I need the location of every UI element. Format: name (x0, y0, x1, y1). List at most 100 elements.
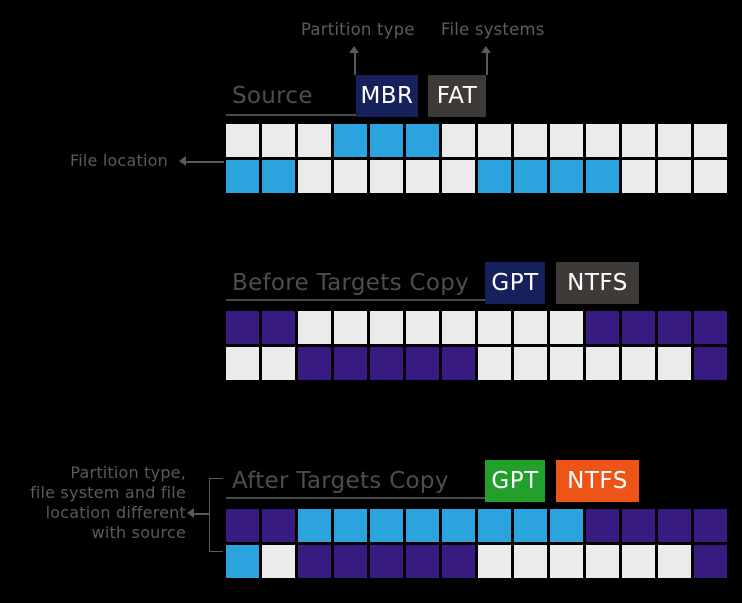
block-cell (586, 124, 619, 157)
block-cell (442, 347, 475, 380)
callout-file-systems: File systems (441, 20, 545, 39)
block-cell (550, 160, 583, 193)
block-cell (406, 124, 439, 157)
after-note-arrow-icon (187, 508, 194, 518)
block-cell (298, 160, 331, 193)
callout-file-location: File location (70, 151, 168, 170)
block-cell (334, 347, 367, 380)
after-partition-type-tag: GPT (485, 460, 545, 502)
block-cell (262, 124, 295, 157)
block-cell (658, 311, 691, 344)
file-systems-arrow-icon (481, 46, 491, 53)
block-cell (370, 509, 403, 542)
block-cell (298, 347, 331, 380)
block-cell (370, 545, 403, 578)
block-cell (622, 124, 655, 157)
before-partition-type-tag-label: GPT (491, 270, 539, 296)
block-cell (334, 124, 367, 157)
block-cell (658, 545, 691, 578)
section-underline-before-targets-copy (226, 299, 485, 301)
block-cell (226, 311, 259, 344)
block-cell (262, 545, 295, 578)
block-cell (514, 509, 547, 542)
block-cell (370, 124, 403, 157)
block-cell (298, 124, 331, 157)
before-file-system-tag: NTFS (556, 262, 639, 304)
before-file-system-tag-label: NTFS (567, 270, 628, 296)
block-cell (658, 160, 691, 193)
block-cell (442, 509, 475, 542)
block-cell (514, 545, 547, 578)
block-cell (298, 545, 331, 578)
callout-line-3: with source (91, 523, 186, 542)
source-block-grid (226, 124, 727, 193)
file-systems-leader-line (486, 53, 488, 75)
block-cell (370, 311, 403, 344)
block-cell (442, 311, 475, 344)
after-note-bracket (209, 478, 223, 552)
block-cell (550, 347, 583, 380)
after-partition-type-tag-label: GPT (491, 468, 539, 494)
block-cell (478, 347, 511, 380)
section-underline-source (226, 114, 356, 116)
block-cell (514, 311, 547, 344)
block-cell (514, 347, 547, 380)
block-cell (334, 311, 367, 344)
block-cell (658, 509, 691, 542)
block-cell (586, 545, 619, 578)
block-cell (658, 124, 691, 157)
callout-partition-type: Partition type (301, 20, 415, 39)
block-cell (622, 545, 655, 578)
block-cell (262, 311, 295, 344)
block-cell (226, 545, 259, 578)
block-cell (262, 347, 295, 380)
block-cell (406, 311, 439, 344)
block-cell (622, 509, 655, 542)
block-cell (586, 160, 619, 193)
block-cell (298, 509, 331, 542)
block-cell (694, 509, 727, 542)
section-underline-after-targets-copy (226, 497, 485, 499)
block-cell (442, 124, 475, 157)
source-partition-type-tag: MBR (356, 75, 418, 117)
file-location-leader-line (186, 161, 224, 163)
block-cell (406, 509, 439, 542)
block-cell (694, 347, 727, 380)
callout-line-0: Partition type, (70, 463, 186, 482)
block-cell (226, 347, 259, 380)
block-cell (550, 311, 583, 344)
after-file-system-tag-label: NTFS (567, 468, 628, 494)
source-file-system-tag-label: FAT (436, 83, 478, 109)
block-cell (406, 347, 439, 380)
block-cell (406, 160, 439, 193)
source-partition-type-tag-label: MBR (360, 83, 414, 109)
block-cell (478, 311, 511, 344)
block-cell (406, 545, 439, 578)
block-cell (334, 160, 367, 193)
partition-type-arrow-icon (349, 46, 359, 53)
block-cell (370, 160, 403, 193)
section-title-before-targets-copy: Before Targets Copy (232, 270, 470, 296)
block-cell (622, 347, 655, 380)
block-cell (622, 311, 655, 344)
block-cell (478, 160, 511, 193)
block-cell (334, 509, 367, 542)
block-cell (334, 545, 367, 578)
callout-line-2: location different (45, 503, 186, 522)
source-file-system-tag: FAT (428, 75, 486, 117)
block-cell (586, 509, 619, 542)
block-cell (622, 160, 655, 193)
block-cell (442, 160, 475, 193)
block-cell (298, 311, 331, 344)
section-title-source: Source (232, 83, 313, 109)
before-partition-type-tag: GPT (485, 262, 545, 304)
after-targets-copy-block-grid (226, 509, 727, 578)
block-cell (586, 347, 619, 380)
block-cell (550, 124, 583, 157)
block-cell (514, 160, 547, 193)
after-file-system-tag: NTFS (556, 460, 639, 502)
block-cell (694, 311, 727, 344)
block-cell (442, 545, 475, 578)
